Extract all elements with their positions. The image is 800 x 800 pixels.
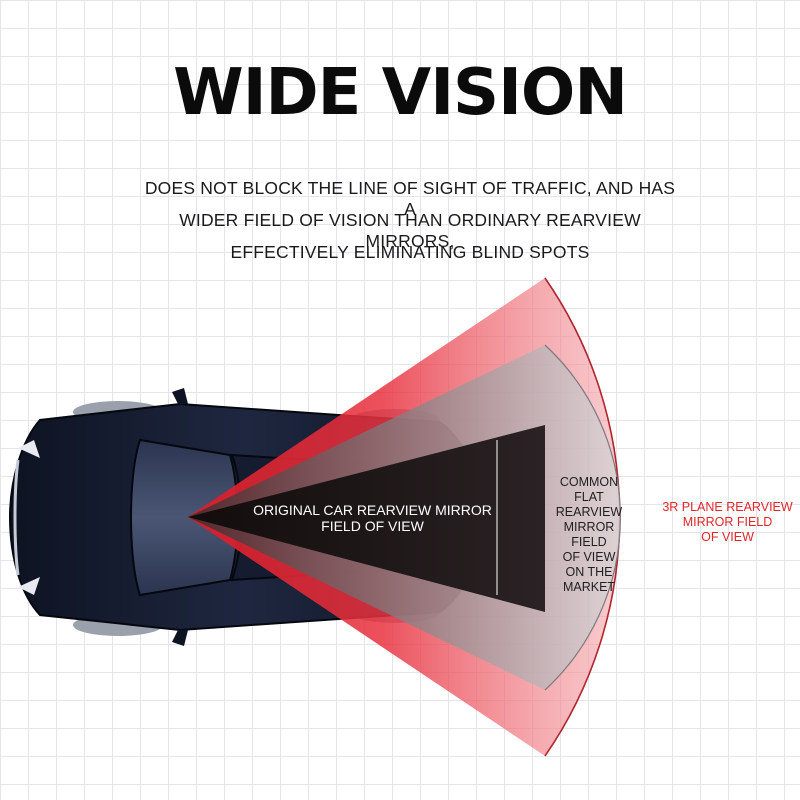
headline: WIDE VISION [173, 56, 628, 130]
common-fov-arc [544, 344, 621, 691]
left-mirror [172, 388, 188, 404]
original-fov-label: ORIGINAL CAR REARVIEW MIRROR FIELD OF VI… [245, 502, 500, 534]
three-r-fov-label: 3R PLANE REARVIEW MIRROR FIELD OF VIEW [655, 500, 800, 545]
original-fov-label-line-2: FIELD OF VIEW [321, 518, 424, 534]
common-fov-label-line-6: MARKET [562, 580, 616, 594]
right-mirror [172, 630, 188, 646]
description-line-3: EFFECTIVELY ELIMINATING BLIND SPOTS [230, 242, 590, 262]
common-fov-label-line-4: OF VIEW [562, 550, 616, 564]
common-fov-label-line-1: COMMON FLAT [559, 475, 619, 504]
rear-left-light [18, 440, 40, 458]
original-fov-label-line-1: ORIGINAL CAR REARVIEW MIRROR [253, 502, 492, 518]
common-fov-label-line-3: MIRROR FIELD [563, 520, 615, 549]
original-fov-fan [188, 425, 545, 612]
rear-right-light [18, 577, 40, 595]
three-r-fov-label-line-3: OF VIEW [701, 530, 754, 544]
description-line-2: WIDER FIELD OF VISION THAN ORDINARY REAR… [179, 210, 641, 251]
three-r-fov-label-line-1: 3R PLANE REARVIEW [662, 500, 793, 514]
common-fov-label-line-2: REARVIEW [555, 505, 623, 519]
three-r-fov-label-line-2: MIRROR FIELD [682, 515, 773, 529]
common-fov-label: COMMON FLAT REARVIEW MIRROR FIELD OF VIE… [546, 475, 632, 595]
common-fov-label-line-5: ON THE [565, 565, 613, 579]
rear-bumper-highlight [13, 459, 20, 576]
description-line-1: DOES NOT BLOCK THE LINE OF SIGHT OF TRAF… [144, 178, 676, 219]
